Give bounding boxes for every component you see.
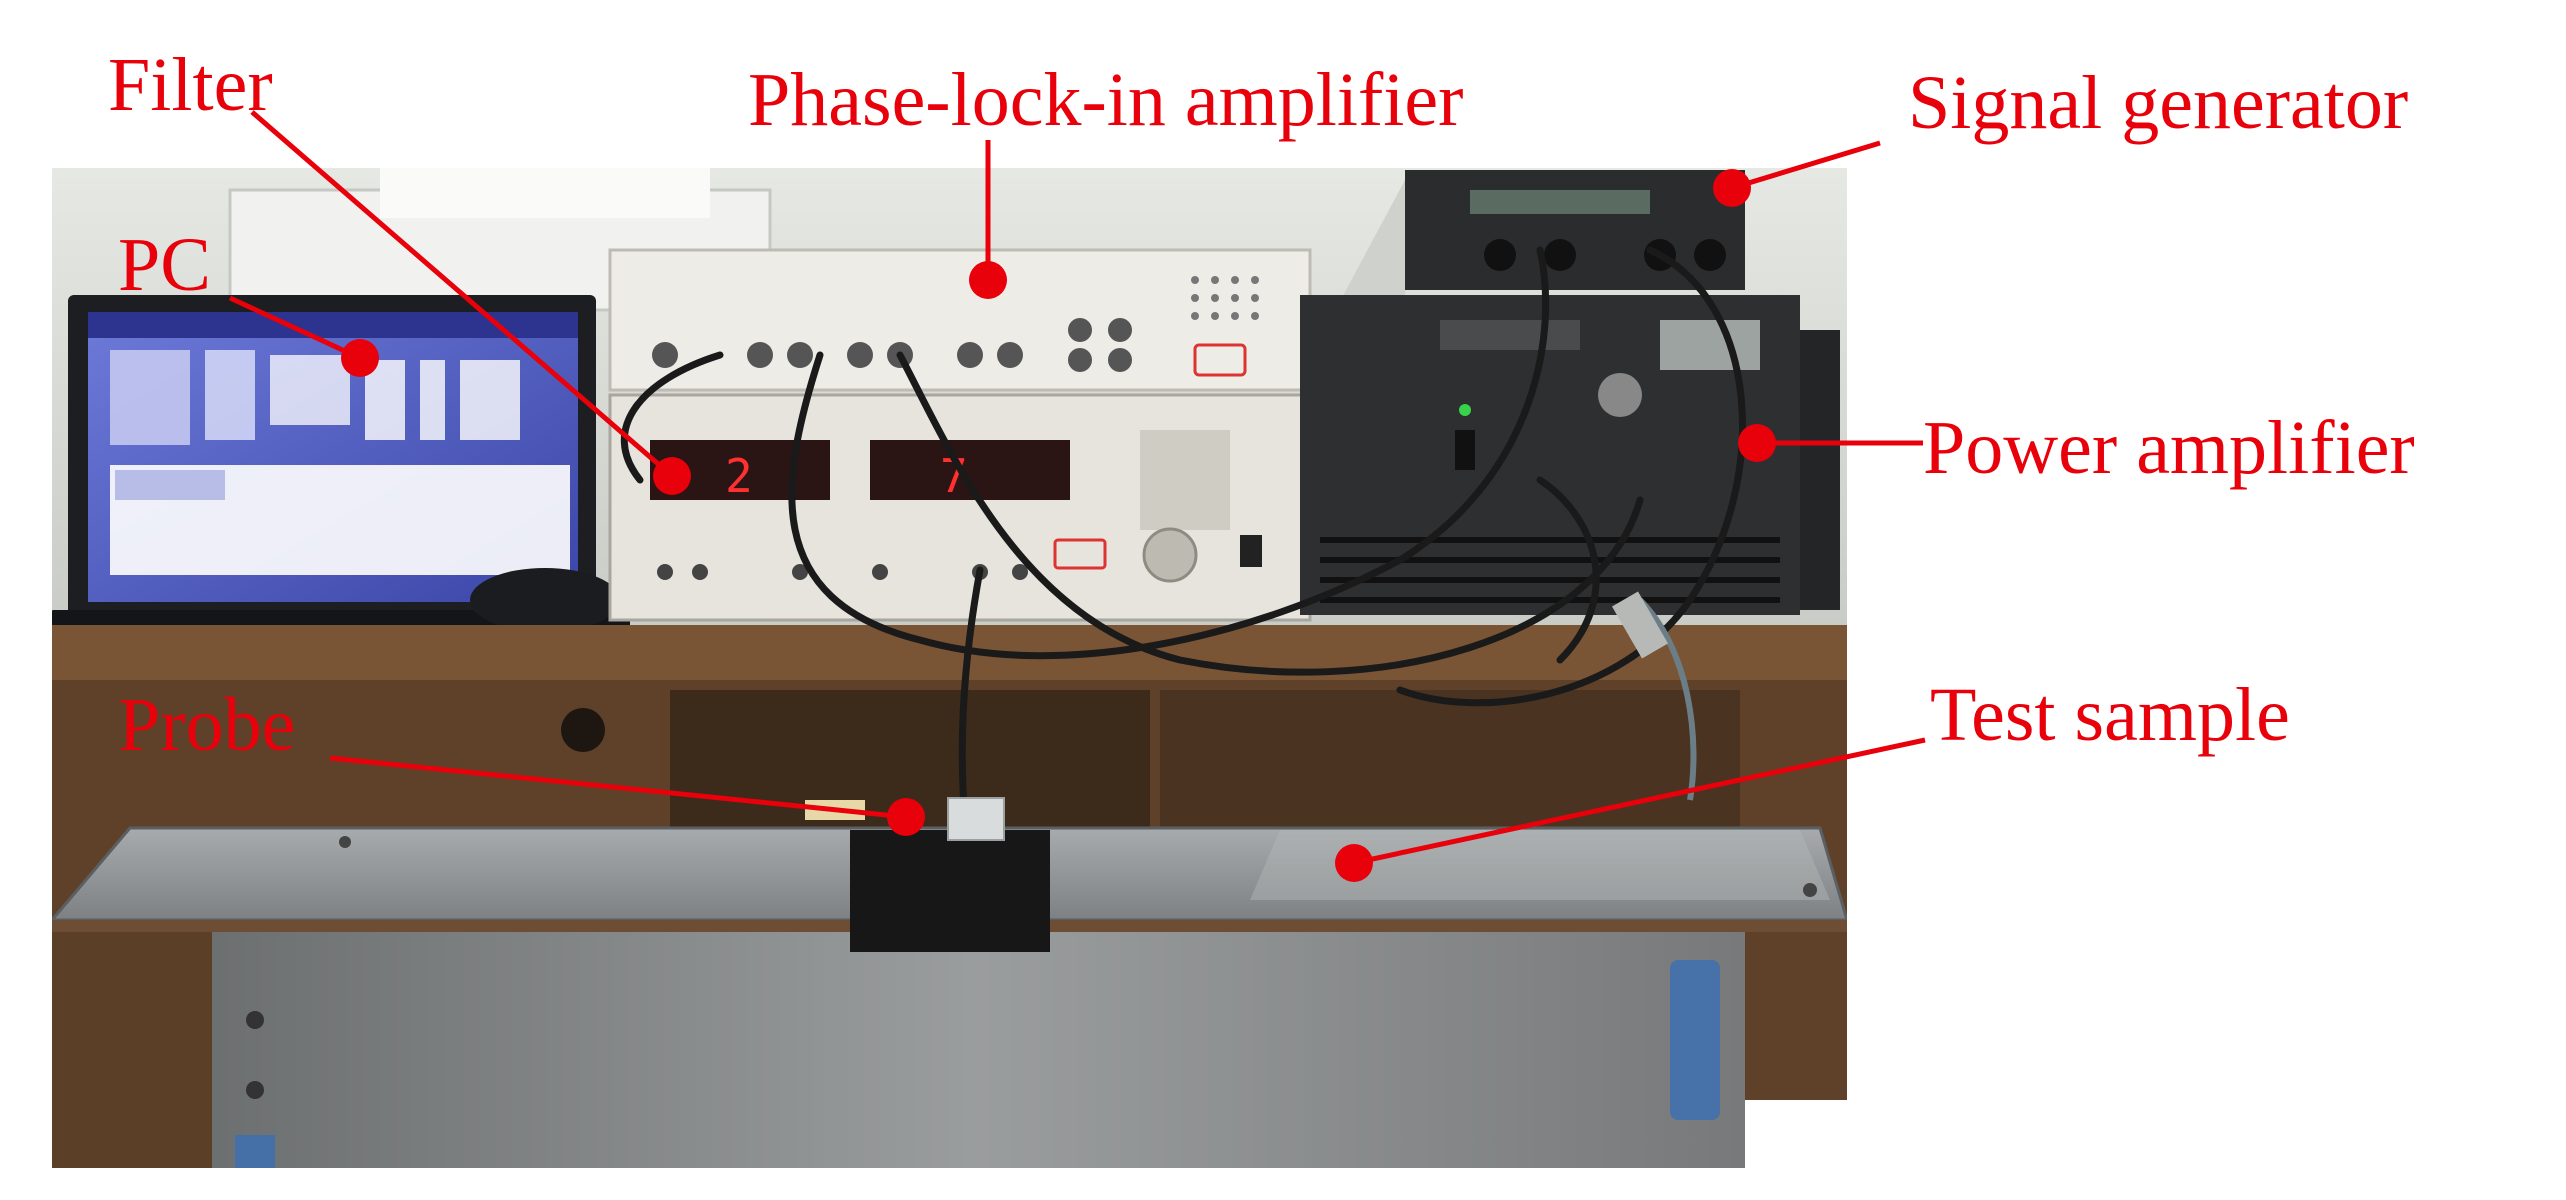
- annotation-test-sample: Test sample: [1335, 673, 2290, 882]
- annotation-power-amplifier: Power amplifier: [1738, 406, 2415, 490]
- laptop-pc: [52, 295, 630, 635]
- mouse: [470, 568, 620, 632]
- annotation-probe: Probe: [118, 683, 925, 836]
- label-pc: PC: [118, 223, 211, 307]
- label-phase-lock-in-amplifier: Phase-lock-in amplifier: [748, 58, 1463, 142]
- filter-unit: 2 7: [608, 393, 1312, 622]
- label-probe: Probe: [118, 683, 295, 767]
- desk-top: [52, 625, 1847, 680]
- sample-frame: [205, 932, 1745, 1168]
- phase-lock-in-amplifier-unit: [608, 248, 1312, 392]
- annotation-pc: PC: [118, 223, 379, 377]
- label-filter: Filter: [108, 43, 273, 127]
- power-amplifier-unit: [1300, 295, 1840, 615]
- filter-knob: [1142, 527, 1198, 583]
- signal-generator-unit: [1405, 170, 1745, 290]
- label-power-amplifier: Power amplifier: [1923, 406, 2415, 490]
- filter-display-left-digit: 2: [725, 449, 753, 503]
- annotation-filter: Filter: [108, 43, 691, 495]
- probe: [805, 797, 1050, 952]
- annotation-phase-lock-in-amplifier: Phase-lock-in amplifier: [748, 58, 1463, 299]
- annotation-signal-generator: Signal generator: [1713, 61, 2408, 207]
- label-signal-generator: Signal generator: [1908, 61, 2408, 145]
- lab-photo: 2 7: [52, 168, 1847, 1168]
- label-test-sample: Test sample: [1930, 673, 2290, 757]
